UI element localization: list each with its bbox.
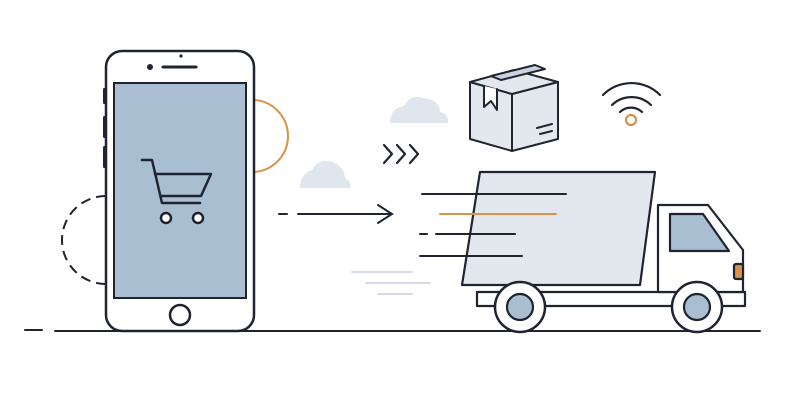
truck-wheel-rear [493, 280, 547, 334]
triple-chevron-right-icon [382, 143, 420, 165]
cloud-icon [300, 97, 449, 188]
package-box-icon [469, 64, 559, 152]
shopping-cart-icon [140, 158, 213, 225]
smartphone-icon [103, 49, 256, 333]
truck-headlight [732, 262, 745, 281]
arrow-right-icon [278, 204, 394, 224]
truck-window [668, 212, 731, 253]
dashed-arc-decoration [61, 195, 107, 285]
phone-camera [147, 64, 153, 70]
orange-arc-decoration [251, 99, 289, 173]
truck-cargo-box [460, 170, 657, 287]
phone-screen [113, 82, 247, 299]
truck-wheel-front [670, 280, 724, 334]
wifi-signal-icon [601, 82, 662, 127]
speed-lines-dark [419, 193, 567, 257]
speed-lines-light [351, 271, 431, 295]
delivery-truck-icon [460, 170, 747, 334]
phone-home-button [168, 303, 192, 327]
